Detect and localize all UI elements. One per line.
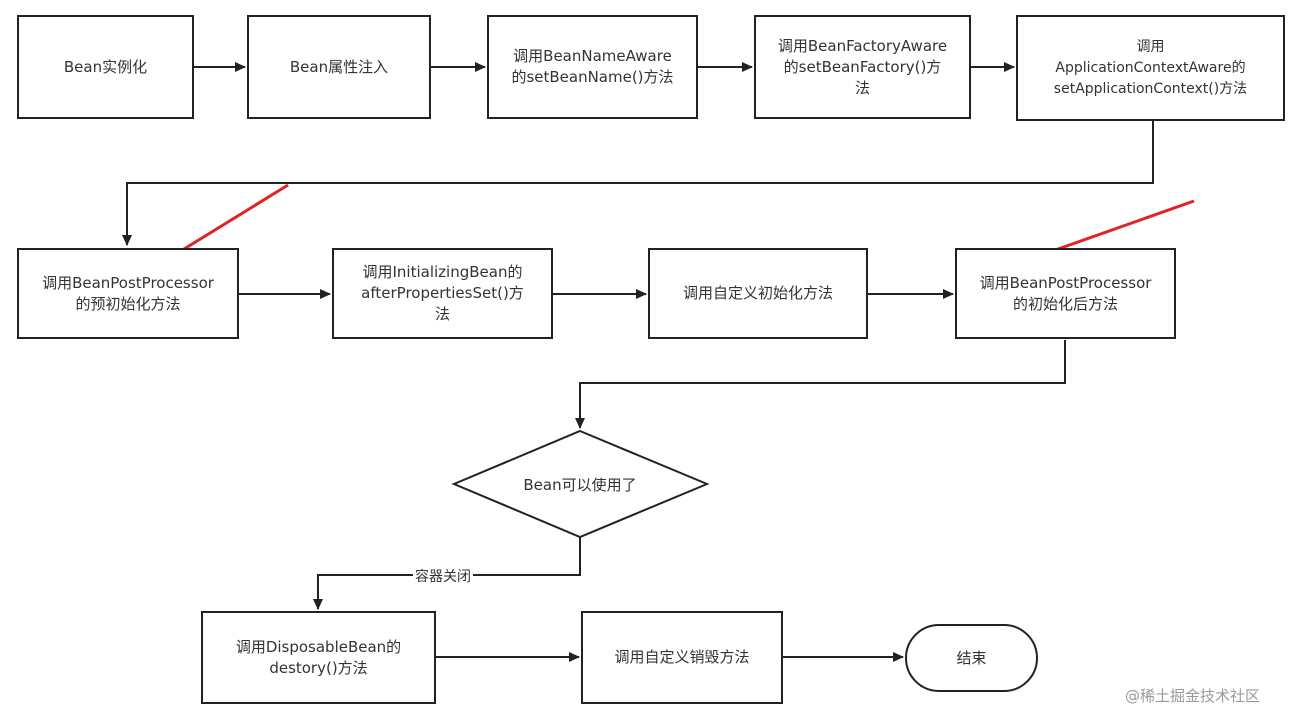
node-post-processor-after: 调用BeanPostProcessor 的初始化后方法: [955, 248, 1176, 339]
node-set-bean-name: 调用BeanNameAware 的setBeanName()方法: [487, 15, 698, 119]
node-set-application-context-label: 调用 ApplicationContextAware的 setApplicati…: [1053, 38, 1248, 97]
node-end: 结束: [905, 624, 1038, 692]
node-set-application-context: 调用 ApplicationContextAware的 setApplicati…: [1016, 15, 1285, 121]
edge-postafter-to-ready: [575, 340, 1066, 429]
node-custom-destroy: 调用自定义销毁方法: [581, 611, 783, 704]
node-after-properties-set: 调用InitializingBean的 afterPropertiesSet()…: [332, 248, 553, 339]
edge-setappcontext-to-postbefore: [122, 121, 1154, 246]
node-post-processor-before-label: 调用BeanPostProcessor 的预初始化方法: [42, 273, 214, 313]
node-custom-destroy-label: 调用自定义销毁方法: [614, 648, 750, 666]
node-set-bean-factory-label: 调用BeanFactoryAware 的setBeanFactory()方 法: [777, 36, 948, 97]
node-after-properties-set-label: 调用InitializingBean的 afterPropertiesSet()…: [361, 263, 524, 323]
node-bean-instantiate-label: Bean实例化: [63, 57, 148, 76]
node-disposable-destroy: 调用DisposableBean的 destory()方法: [201, 611, 436, 704]
node-bean-instantiate: Bean实例化: [17, 15, 194, 119]
node-bean-property-inject-label: Bean属性注入: [289, 57, 389, 76]
node-end-label: 结束: [956, 648, 987, 667]
node-post-processor-before: 调用BeanPostProcessor 的预初始化方法: [17, 248, 239, 339]
node-custom-init: 调用自定义初始化方法: [648, 248, 868, 339]
watermark: @稀土掘金技术社区: [1125, 687, 1261, 705]
node-bean-ready-label: Bean可以使用了: [523, 476, 637, 494]
node-set-bean-factory: 调用BeanFactoryAware 的setBeanFactory()方 法: [754, 15, 971, 119]
node-set-bean-name-label: 调用BeanNameAware 的setBeanName()方法: [511, 47, 674, 86]
node-custom-init-label: 调用自定义初始化方法: [682, 284, 833, 302]
node-disposable-destroy-label: 调用DisposableBean的 destory()方法: [235, 637, 402, 677]
node-post-processor-after-label: 调用BeanPostProcessor 的初始化后方法: [979, 273, 1152, 313]
edge-label-container-close: 容器关闭: [413, 566, 473, 586]
node-bean-property-inject: Bean属性注入: [247, 15, 431, 119]
